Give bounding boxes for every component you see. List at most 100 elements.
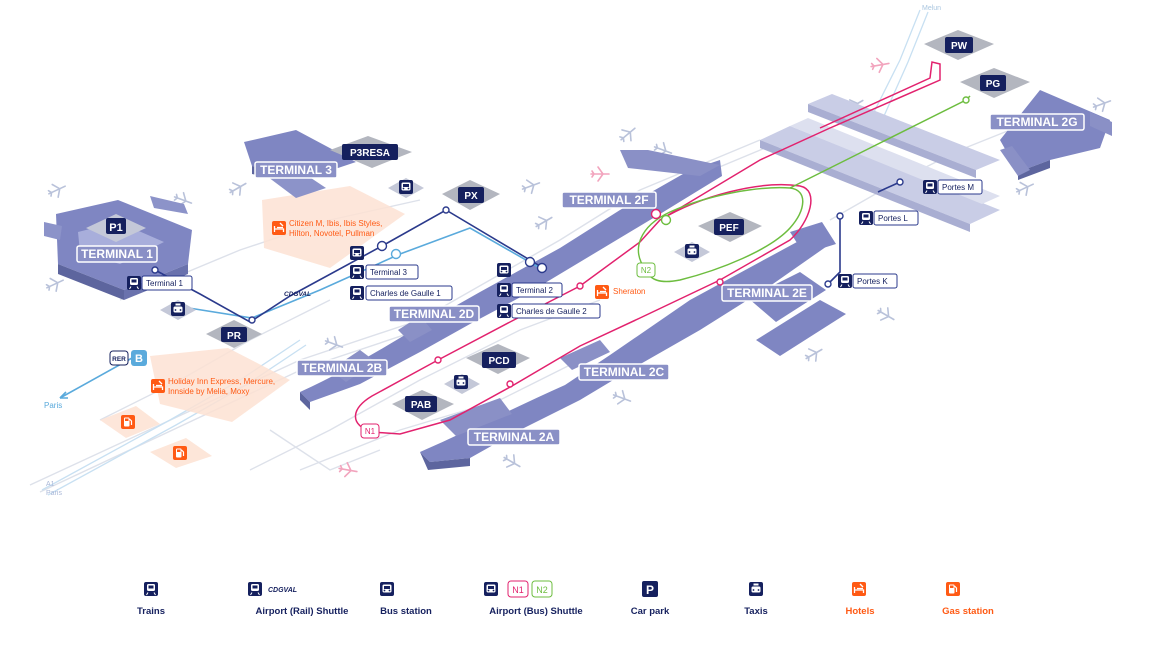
line-badges: RER B CDGVAL N1 N2 <box>109 262 656 439</box>
svg-text:TERMINAL 2D: TERMINAL 2D <box>394 307 475 321</box>
taxi-icon-t2 <box>685 244 699 258</box>
line-stops <box>151 96 970 388</box>
svg-text:PCD: PCD <box>488 356 509 367</box>
svg-text:Holiday Inn Express, Mercure,: Holiday Inn Express, Mercure, <box>168 377 275 386</box>
svg-text:Citizen M, Ibis, Ibis Styles,: Citizen M, Ibis, Ibis Styles, <box>289 219 382 228</box>
terminal-2g-building <box>1000 90 1112 180</box>
svg-text:PX: PX <box>464 191 478 202</box>
svg-text:PAB: PAB <box>411 400 431 411</box>
svg-text:TERMINAL 2F: TERMINAL 2F <box>569 193 648 207</box>
n1-badge: N1 <box>360 423 380 439</box>
a1-paris-label: Paris <box>46 490 62 497</box>
station-portes-m: Portes M <box>922 179 983 195</box>
svg-text:TERMINAL 1: TERMINAL 1 <box>81 247 153 261</box>
bus-icon-t3 <box>399 180 413 194</box>
label-terminal-2b: TERMINAL 2B <box>296 359 388 377</box>
svg-text:TERMINAL 2E: TERMINAL 2E <box>727 286 807 300</box>
a1-label: A1 <box>46 481 55 488</box>
place-names: Paris Melun A1 Paris <box>44 5 941 497</box>
svg-text:Portes L: Portes L <box>878 214 908 223</box>
legend-hotels: Hotels <box>845 581 875 617</box>
svg-text:N2: N2 <box>536 585 548 595</box>
taxi-icon-t1 <box>171 302 185 316</box>
gas-icon-1 <box>120 414 136 430</box>
label-terminal-2e: TERMINAL 2E <box>721 284 813 302</box>
svg-text:Gas station: Gas station <box>942 606 994 617</box>
label-terminal-3: TERMINAL 3 <box>254 161 338 179</box>
car-park-px: PX <box>442 180 500 210</box>
taxi-icon-t2ab <box>454 375 468 389</box>
station-terminal-2: Terminal 2 Charles de Gaulle 2 <box>496 263 601 319</box>
svg-text:Airport (Bus) Shuttle: Airport (Bus) Shuttle <box>489 606 582 617</box>
station-terminal-1: Terminal 1 <box>126 275 193 291</box>
svg-text:Car park: Car park <box>631 606 670 617</box>
melun-label: Melun <box>922 5 941 12</box>
svg-text:TERMINAL 2A: TERMINAL 2A <box>474 430 555 444</box>
svg-text:Hotels: Hotels <box>845 606 874 617</box>
gas-icon-2 <box>172 445 188 461</box>
car-park-pcd: PCD <box>466 344 530 374</box>
label-terminal-1: TERMINAL 1 <box>76 245 158 263</box>
paris-label: Paris <box>44 401 62 410</box>
car-park-pab: PAB <box>392 390 454 420</box>
svg-text:PR: PR <box>227 331 242 342</box>
hotel-group-t3: Citizen M, Ibis, Ibis Styles, Hilton, No… <box>271 219 382 238</box>
svg-text:Airport (Rail) Shuttle: Airport (Rail) Shuttle <box>256 606 349 617</box>
svg-text:TERMINAL 2B: TERMINAL 2B <box>302 361 383 375</box>
svg-text:Portes M: Portes M <box>942 183 974 192</box>
svg-text:Portes K: Portes K <box>857 277 888 286</box>
label-terminal-2d: TERMINAL 2D <box>388 305 480 323</box>
rer-badge: RER B <box>109 350 147 366</box>
svg-text:Trains: Trains <box>137 606 165 617</box>
car-park-pw: PW <box>924 30 994 60</box>
svg-text:Charles de Gaulle 2: Charles de Gaulle 2 <box>516 307 587 316</box>
svg-text:TERMINAL 2G: TERMINAL 2G <box>996 115 1077 129</box>
svg-text:Terminal 3: Terminal 3 <box>370 268 407 277</box>
n1-line <box>354 61 941 435</box>
svg-text:Taxis: Taxis <box>744 606 768 617</box>
station-terminal-3: Terminal 3 Charles de Gaulle 1 <box>349 246 453 301</box>
car-park-pef: PEF <box>698 212 762 242</box>
terminal-2-rail-pier <box>760 94 1000 232</box>
svg-text:P3RESA: P3RESA <box>350 148 390 159</box>
legend-car-park: P Car park <box>631 581 670 617</box>
label-terminal-2c: TERMINAL 2C <box>578 363 670 381</box>
svg-text:Charles de Gaulle 1: Charles de Gaulle 1 <box>370 289 441 298</box>
svg-text:RER: RER <box>112 356 126 363</box>
terminal-labels: TERMINAL 1 TERMINAL 3 TERMINAL 2F TERMIN… <box>76 113 1085 446</box>
legend-gas-station: Gas station <box>942 581 994 617</box>
legend-airport-bus-shuttle: N1 N2 Airport (Bus) Shuttle <box>484 580 583 617</box>
svg-text:TERMINAL 3: TERMINAL 3 <box>260 163 332 177</box>
svg-text:N2: N2 <box>641 266 652 275</box>
svg-text:PG: PG <box>986 79 1001 90</box>
svg-text:Bus station: Bus station <box>380 606 432 617</box>
svg-text:CDGVAL: CDGVAL <box>268 587 297 594</box>
car-parks: P1 P3RESA PX PR PEF PCD <box>86 30 1030 420</box>
hotels: Citizen M, Ibis, Ibis Styles, Hilton, No… <box>120 219 645 461</box>
car-park-pr: PR <box>206 320 262 348</box>
svg-text:P1: P1 <box>109 222 122 234</box>
svg-text:Innside by Melia, Moxy: Innside by Melia, Moxy <box>168 387 249 396</box>
label-terminal-2a: TERMINAL 2A <box>467 428 561 446</box>
legend-taxis: Taxis <box>744 582 768 617</box>
cdgval-label: CDGVAL <box>284 291 311 298</box>
car-park-p3resa: P3RESA <box>330 136 412 168</box>
svg-text:Hilton, Novotel, Pullman: Hilton, Novotel, Pullman <box>289 229 374 238</box>
station-portes-l: Portes L <box>858 210 919 226</box>
svg-text:Terminal 2: Terminal 2 <box>516 286 553 295</box>
svg-text:P: P <box>646 583 654 597</box>
car-park-p1: P1 <box>86 214 146 242</box>
svg-text:TERMINAL 2C: TERMINAL 2C <box>584 365 665 379</box>
svg-text:Terminal 1: Terminal 1 <box>146 279 183 288</box>
hotel-sheraton: Sheraton <box>594 284 645 300</box>
station-portes-k: Portes K <box>837 273 898 289</box>
legend-airport-rail-shuttle: CDGVAL Airport (Rail) Shuttle <box>247 581 349 617</box>
stations: Terminal 1 Terminal 3 Charles de Gaulle … <box>126 179 983 389</box>
svg-text:PEF: PEF <box>719 223 738 234</box>
label-terminal-2g: TERMINAL 2G <box>989 113 1085 131</box>
hotel-group-rer: Holiday Inn Express, Mercure, Innside by… <box>150 377 275 396</box>
car-park-pg: PG <box>960 68 1030 98</box>
legend-bus-station: Bus station <box>380 582 432 617</box>
n2-badge: N2 <box>636 262 656 278</box>
